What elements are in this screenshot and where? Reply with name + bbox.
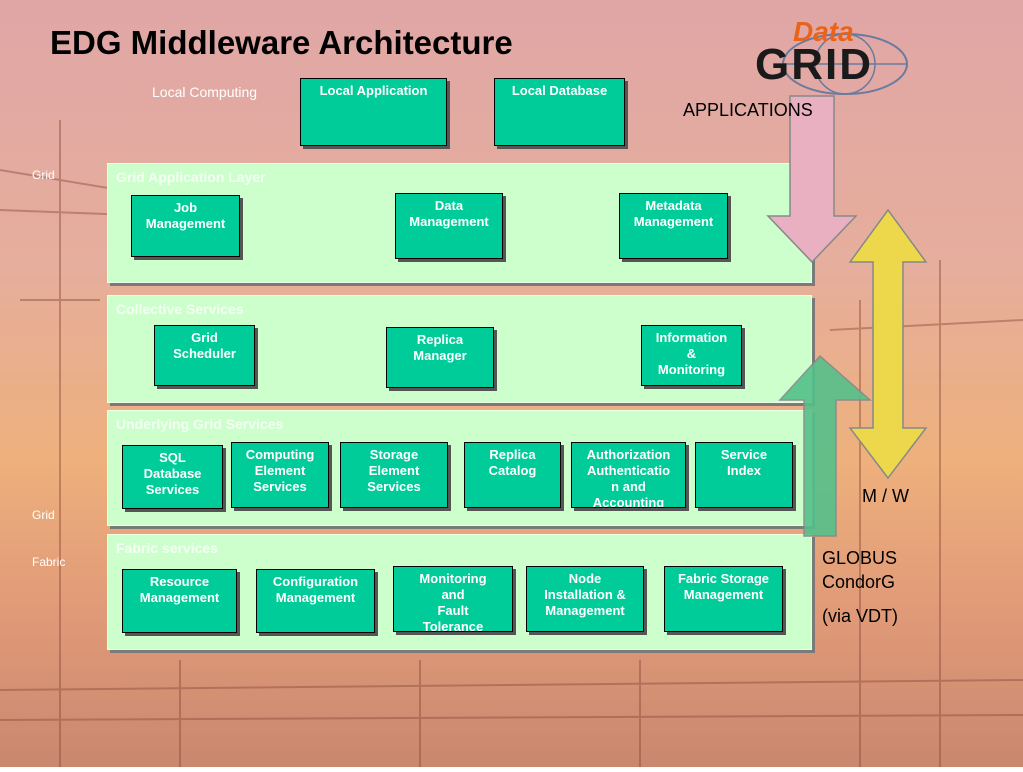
condorg-label: CondorG [822, 572, 896, 592]
metadata-management-box: Metadata Management [619, 193, 728, 259]
job-management-box: Job Management [131, 195, 240, 257]
grid-scheduler-box: Grid Scheduler [154, 325, 255, 386]
layer-label: Collective Services [116, 301, 244, 317]
authorization-authentication-accounting-box: Authorization Authenticatio n and Accoun… [571, 442, 686, 508]
monitoring-fault-tolerance-box: Monitoring and Fault Tolerance [393, 566, 513, 632]
layer-label: Fabric services [116, 540, 218, 556]
fabric-services-layer: Fabric services Resource Management Conf… [107, 534, 812, 650]
sql-database-services-box: SQL Database Services [122, 445, 223, 509]
fabric-label: Fabric [32, 555, 66, 569]
down-arrow [766, 95, 858, 264]
grid-label-top: Grid [32, 168, 55, 182]
replica-catalog-box: Replica Catalog [464, 442, 561, 508]
data-management-box: Data Management [395, 193, 503, 259]
layer-label: Underlying Grid Services [116, 416, 284, 432]
local-application-box: Local Application [300, 78, 447, 146]
computing-element-services-box: Computing Element Services [231, 442, 329, 508]
collective-services-layer: Collective Services Grid Scheduler Repli… [107, 295, 812, 403]
storage-element-services-box: Storage Element Services [340, 442, 448, 508]
layer-label: Grid Application Layer [116, 169, 266, 185]
datagrid-logo: Data GRID [755, 16, 925, 96]
grid-application-layer: Grid Application Layer Job Management Da… [107, 163, 812, 283]
logo-grid-text: GRID [755, 40, 873, 89]
service-index-box: Service Index [695, 442, 793, 508]
double-arrow [848, 208, 928, 480]
replica-manager-box: Replica Manager [386, 327, 494, 388]
globus-label: GLOBUS [822, 548, 898, 568]
fabric-storage-management-box: Fabric Storage Management [664, 566, 783, 632]
applications-label: APPLICATIONS [683, 100, 813, 120]
logo-data-text: Data [793, 16, 854, 47]
underlying-grid-services-layer: Underlying Grid Services SQL Database Se… [107, 410, 812, 526]
page-title: EDG Middleware Architecture [50, 24, 513, 61]
resource-management-box: Resource Management [122, 569, 237, 633]
grid-label-bottom: Grid [32, 508, 55, 522]
vdt-label: (via VDT) [822, 606, 898, 626]
local-database-box: Local Database [494, 78, 625, 146]
up-arrow [778, 354, 872, 537]
configuration-management-box: Configuration Management [256, 569, 375, 633]
node-installation-management-box: Node Installation & Management [526, 566, 644, 632]
information-monitoring-box: Information & Monitoring [641, 325, 742, 386]
local-computing-label: Local Computing [152, 84, 258, 100]
mw-label: M / W [862, 486, 909, 506]
